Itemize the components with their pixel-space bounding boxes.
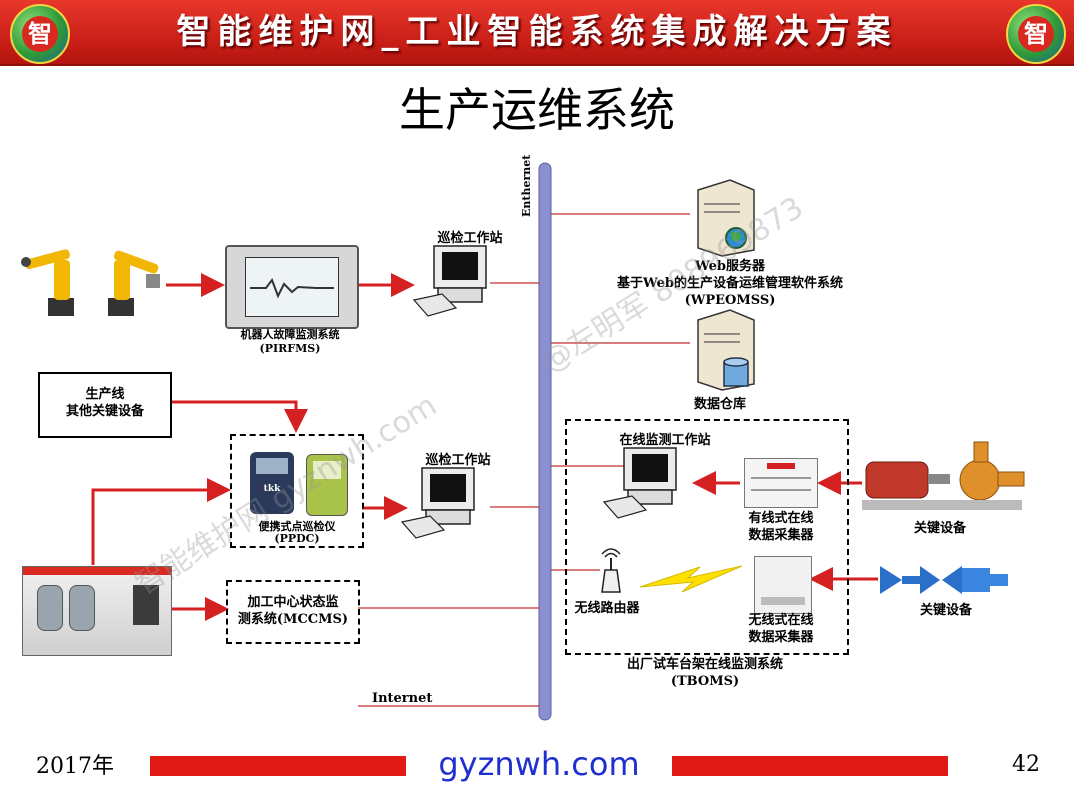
wired-collector-badge [767, 463, 795, 469]
ppdc-device-1-text: tkk [263, 484, 281, 494]
data-warehouse-icon [697, 309, 755, 391]
machining-door-left [37, 585, 63, 631]
machining-center-stripe [23, 567, 171, 575]
wireless-collector-ports [761, 597, 805, 605]
ppdc-box: tkk 便携式点巡检仪 (PPDC) [230, 434, 364, 548]
wired-collector-line-2 [751, 489, 811, 491]
pirfms-monitor [225, 245, 359, 329]
wireless-collector-icon [754, 556, 812, 614]
wireless-router-icon [601, 548, 621, 593]
key-equipment-1-label: 关键设备 [913, 521, 966, 536]
ethernet-label: Enthernet [520, 154, 533, 217]
wireless-router-label: 无线路由器 [574, 601, 640, 616]
online-ws-computer-icon [602, 447, 677, 519]
wireless-collector-label-1: 无线式在线 [748, 613, 814, 628]
footer-year: 2017年 [36, 754, 114, 779]
mccms-label-1: 加工中心状态监 [247, 595, 339, 610]
page-number: 42 [1012, 752, 1040, 777]
mccms-box: 加工中心状态监 测系统(MCCMS) [226, 580, 360, 644]
waveform-icon [250, 277, 334, 299]
other-equipment-line1: 生产线 [85, 387, 125, 402]
ppdc-device-2-screen [313, 461, 341, 479]
ppdc-label-2: (PPDC) [274, 532, 320, 545]
motor-pump-icon [862, 441, 1025, 510]
web-server-icon [697, 179, 755, 257]
logo-globe-left-icon: 智 [10, 4, 70, 64]
ppdc-device-2-icon [306, 454, 348, 516]
shaft-coupling-icon [880, 566, 1008, 594]
machining-door-right [69, 585, 95, 631]
pirfms-label-1: 机器人故障监测系统 [240, 328, 340, 341]
internet-label: Internet [372, 691, 433, 706]
footer-link[interactable]: gyznwh.com [438, 745, 640, 783]
arrow-other-to-ppdc [170, 400, 308, 433]
tboms-box [565, 419, 849, 655]
tboms-label-1: 出厂试车台架在线监测系统 [626, 657, 783, 672]
key-equipment-2-label: 关键设备 [919, 603, 972, 618]
logo-char-left: 智 [22, 16, 58, 52]
ppdc-device-1-icon: tkk [250, 452, 294, 514]
wired-collector-label-1: 有线式在线 [748, 511, 814, 526]
ethernet-bus [538, 162, 552, 721]
web-server-label-1: Web服务器 [695, 259, 765, 274]
workstation-1-label: 巡检工作站 [437, 231, 503, 246]
other-equipment-box: 生产线 其他关键设备 [38, 372, 172, 438]
online-ws-label: 在线监测工作站 [619, 433, 711, 448]
data-warehouse-label: 数据仓库 [693, 397, 746, 412]
footer-line-right [672, 756, 948, 776]
workstation-2-computer-icon [400, 467, 475, 539]
logo-char-right: 智 [1018, 16, 1054, 52]
footer-line-left [150, 756, 406, 776]
wired-collector-icon [744, 458, 818, 508]
workstation-2-label: 巡检工作站 [425, 453, 491, 468]
pirfms-screen [245, 257, 339, 317]
industrial-robots-icon [21, 249, 160, 316]
web-server-label-3: (WPEOMSS) [684, 293, 776, 308]
ppdc-label-1: 便携式点巡检仪 [258, 520, 336, 533]
mccms-label-2: 测系统(MCCMS) [237, 612, 349, 627]
machining-center-icon [22, 566, 172, 656]
header-banner [0, 0, 1074, 66]
banner-title: 智能维护网_工业智能系统集成解决方案 [176, 12, 898, 52]
workstation-1-computer-icon [412, 245, 487, 317]
web-server-label-2: 基于Web的生产设备运维管理软件系统 [617, 276, 843, 291]
arrow-machine-to-ppdc [91, 478, 231, 565]
ppdc-device-1-screen [256, 458, 288, 474]
machining-control-panel [133, 585, 159, 625]
wireless-signal-bolt [639, 565, 743, 593]
other-equipment-line2: 其他关键设备 [65, 404, 144, 419]
pirfms-label-2: (PIRFMS) [259, 342, 321, 355]
slide-title: 生产运维系统 [399, 83, 675, 137]
wired-collector-label-2: 数据采集器 [748, 528, 814, 543]
tboms-label-2: (TBOMS) [670, 674, 740, 689]
logo-globe-right-icon: 智 [1006, 4, 1066, 64]
wireless-collector-label-2: 数据采集器 [748, 630, 814, 645]
wired-collector-line [751, 477, 811, 479]
